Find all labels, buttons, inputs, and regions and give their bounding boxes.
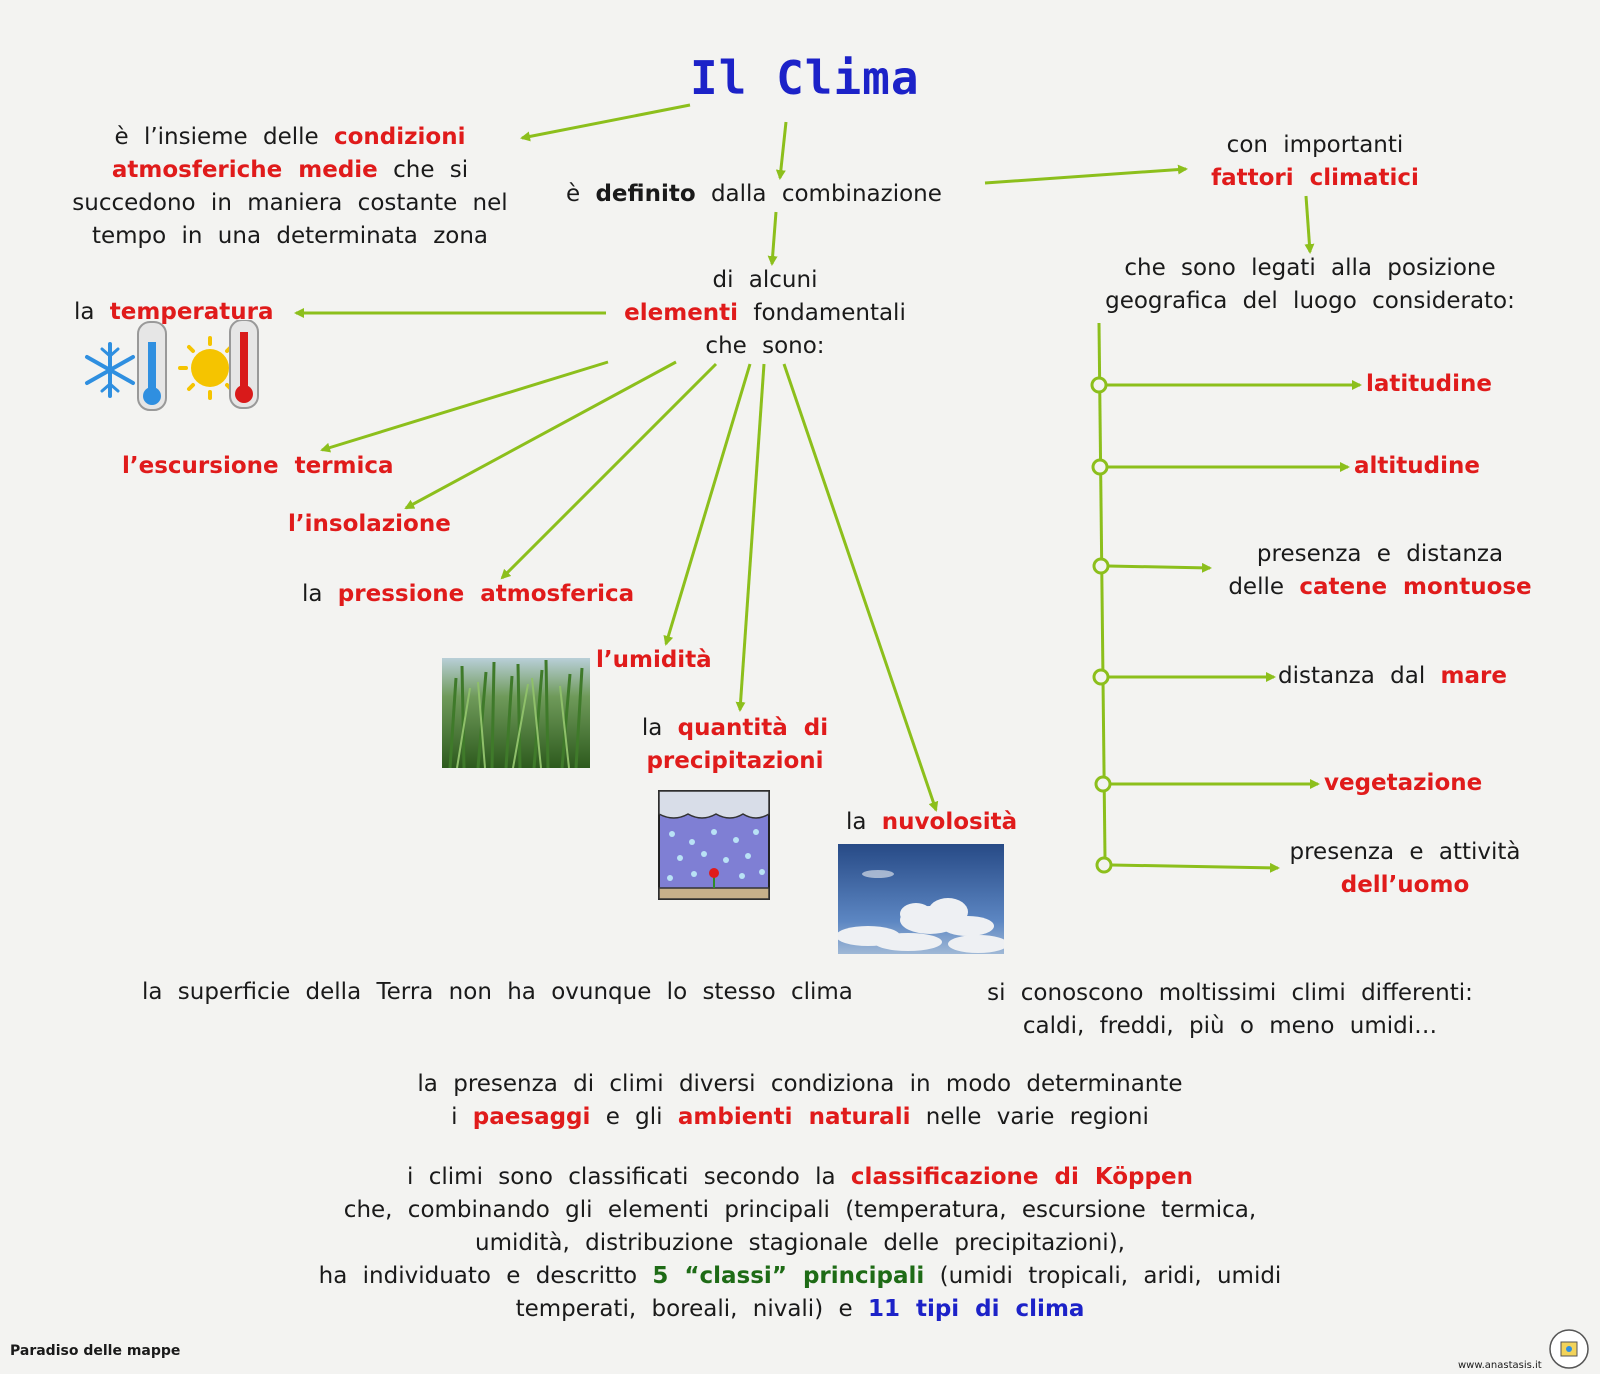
arrow-escursione <box>320 360 609 453</box>
arrow-catene <box>1107 562 1212 573</box>
factor-branch-line <box>1097 322 1107 859</box>
factor-uomo: presenza e attività dell’uomo <box>1289 839 1521 898</box>
humidity-grass-picture <box>442 658 590 768</box>
item-temperatura: la temperatura <box>74 299 274 325</box>
supermappe-badge-icon <box>1549 1329 1589 1369</box>
factors-heading: con importanti fattori climatici <box>1211 132 1419 191</box>
factor-latitudine: latitudine <box>1366 371 1492 397</box>
elements-heading: di alcuni elementi fondamentali che sono… <box>624 267 906 359</box>
branch-node-vegetazione <box>1094 775 1112 793</box>
branch-node-latitudine <box>1090 376 1108 394</box>
precipitation-rain-picture <box>658 790 770 900</box>
arrow-title-definition <box>520 103 691 142</box>
factors-description: che sono legati alla posizione geografic… <box>1105 255 1515 314</box>
bottom-superficie: la superficie della Terra non ha ovunque… <box>142 979 853 1005</box>
arrow-title-defined <box>775 121 788 180</box>
page-title: Il Clima <box>690 51 920 105</box>
arrow-insolazione <box>404 360 677 510</box>
factor-mare: distanza dal mare <box>1278 663 1507 689</box>
cold-thermometer-icon <box>137 321 167 411</box>
factor-altitudine: altitudine <box>1354 453 1480 479</box>
arrow-uomo <box>1111 862 1280 873</box>
bottom-climi: si conoscono moltissimi climi differenti… <box>987 980 1473 1039</box>
arrow-umidita <box>663 363 752 646</box>
arrow-nuvolosita <box>782 363 939 812</box>
branch-node-uomo <box>1095 856 1113 874</box>
branch-node-catene <box>1092 557 1110 575</box>
definition-block: è l’insieme delle condizioni atmosferich… <box>72 124 508 249</box>
factor-vegetazione: vegetazione <box>1324 770 1483 796</box>
arrow-factors-desc <box>1304 195 1315 254</box>
branch-node-altitudine <box>1091 458 1109 476</box>
item-nuvolosita: la nuvolosità <box>846 809 1018 835</box>
temperature-icons <box>85 320 259 411</box>
item-quantita: la quantità di precipitazioni <box>641 715 829 774</box>
footer-brand: Paradiso delle mappe <box>10 1343 181 1359</box>
item-pressione: la pressione atmosferica <box>302 581 635 607</box>
hot-thermometer-icon <box>229 320 259 409</box>
cloudiness-sky-picture <box>838 844 1004 954</box>
snowflake-icon <box>85 342 135 398</box>
item-umidita: l’umidità <box>596 647 712 673</box>
item-insolazione: l’insolazione <box>288 511 451 537</box>
defined-text: è definito dalla combinazione <box>566 181 942 207</box>
footer-website: www.anastasis.it <box>1458 1360 1542 1371</box>
factor-catene: presenza e distanza delle catene montuos… <box>1228 541 1532 600</box>
bottom-presenza: la presenza di climi diversi condiziona … <box>417 1071 1183 1130</box>
bottom-koppen: i climi sono classificati secondo la cla… <box>318 1164 1282 1322</box>
arrow-defined-factors <box>984 164 1188 185</box>
sun-icon <box>178 336 242 400</box>
arrow-pressione <box>500 362 718 580</box>
branch-node-mare <box>1092 668 1110 686</box>
item-escursione: l’escursione termica <box>122 453 394 479</box>
arrow-quantita <box>735 363 766 712</box>
arrow-defined-elements <box>767 211 778 266</box>
